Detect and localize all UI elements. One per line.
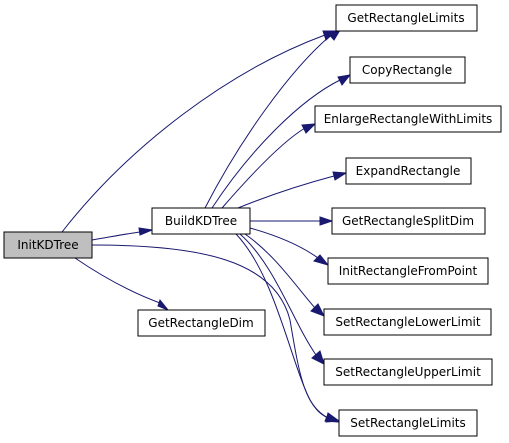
node-label: EnlargeRectangleWithLimits: [324, 112, 493, 126]
arrowhead: [301, 123, 317, 134]
node-buildkdtree[interactable]: BuildKDTree: [151, 207, 251, 235]
node-expandrectangle[interactable]: ExpandRectangle: [345, 157, 472, 185]
arrowhead: [327, 29, 342, 41]
edge-buildkdtree-initrectanglefrompoint: [249, 227, 319, 259]
arrowhead: [313, 254, 330, 266]
node-getrectanglelimits[interactable]: GetRectangleLimits: [335, 4, 478, 32]
node-enlargerectanglewithlimits[interactable]: EnlargeRectangleWithLimits: [314, 105, 502, 133]
node-label: InitRectangleFromPoint: [339, 264, 478, 278]
arrowhead: [138, 227, 154, 236]
edge-buildkdtree-copyrectangle: [211, 79, 341, 209]
node-setrectanglelowerlimit[interactable]: SetRectangleLowerLimit: [323, 308, 492, 336]
node-copyrectangle[interactable]: CopyRectangle: [349, 56, 466, 84]
call-graph-nodes: InitKDTree BuildKDTree GetRectangleDim G…: [3, 4, 502, 437]
arrowhead: [311, 350, 325, 365]
node-getrectanglesplitdim[interactable]: GetRectangleSplitDim: [331, 207, 486, 235]
node-initkdtree[interactable]: InitKDTree: [3, 231, 93, 259]
node-label: SetRectangleLimits: [350, 416, 465, 430]
node-label: BuildKDTree: [165, 214, 237, 228]
node-getrectangledim[interactable]: GetRectangleDim: [137, 309, 266, 337]
arrowhead: [310, 303, 326, 317]
call-graph-edges: [61, 29, 352, 423]
node-label: ExpandRectangle: [356, 164, 461, 178]
node-label: SetRectangleLowerLimit: [335, 315, 480, 329]
edge-buildkdtree-setrectanglelimits: [235, 233, 329, 419]
node-label: GetRectangleLimits: [347, 11, 464, 25]
edge-buildkdtree-getrectanglelimits: [204, 35, 331, 209]
node-label: GetRectangleDim: [148, 316, 253, 330]
edge-buildkdtree-enlargerectanglewithlimits: [221, 127, 306, 209]
node-label: GetRectangleSplitDim: [342, 214, 474, 228]
node-label: InitKDTree: [17, 238, 78, 252]
edge-buildkdtree-setrectangleupperlimit: [239, 233, 317, 356]
node-label: CopyRectangle: [362, 63, 452, 77]
edge-buildkdtree-setrectanglelowerlimit: [244, 233, 316, 309]
arrowhead: [332, 171, 348, 181]
arrowhead: [319, 216, 334, 226]
edge-initkdtree-getrectanglelimits: [61, 34, 326, 233]
node-setrectanglelimits[interactable]: SetRectangleLimits: [338, 409, 478, 437]
edge-initkdtree-buildkdtree: [91, 231, 141, 241]
arrowhead: [325, 412, 341, 423]
node-setrectangleupperlimit[interactable]: SetRectangleUpperLimit: [323, 358, 493, 386]
edge-initkdtree-getrectangledim: [74, 257, 161, 304]
edge-buildkdtree-expandrectangle: [237, 175, 335, 209]
arrowhead: [337, 74, 352, 86]
node-initrectanglefrompoint[interactable]: InitRectangleFromPoint: [327, 257, 489, 285]
arrowhead: [157, 298, 170, 312]
node-label: SetRectangleUpperLimit: [335, 365, 481, 379]
